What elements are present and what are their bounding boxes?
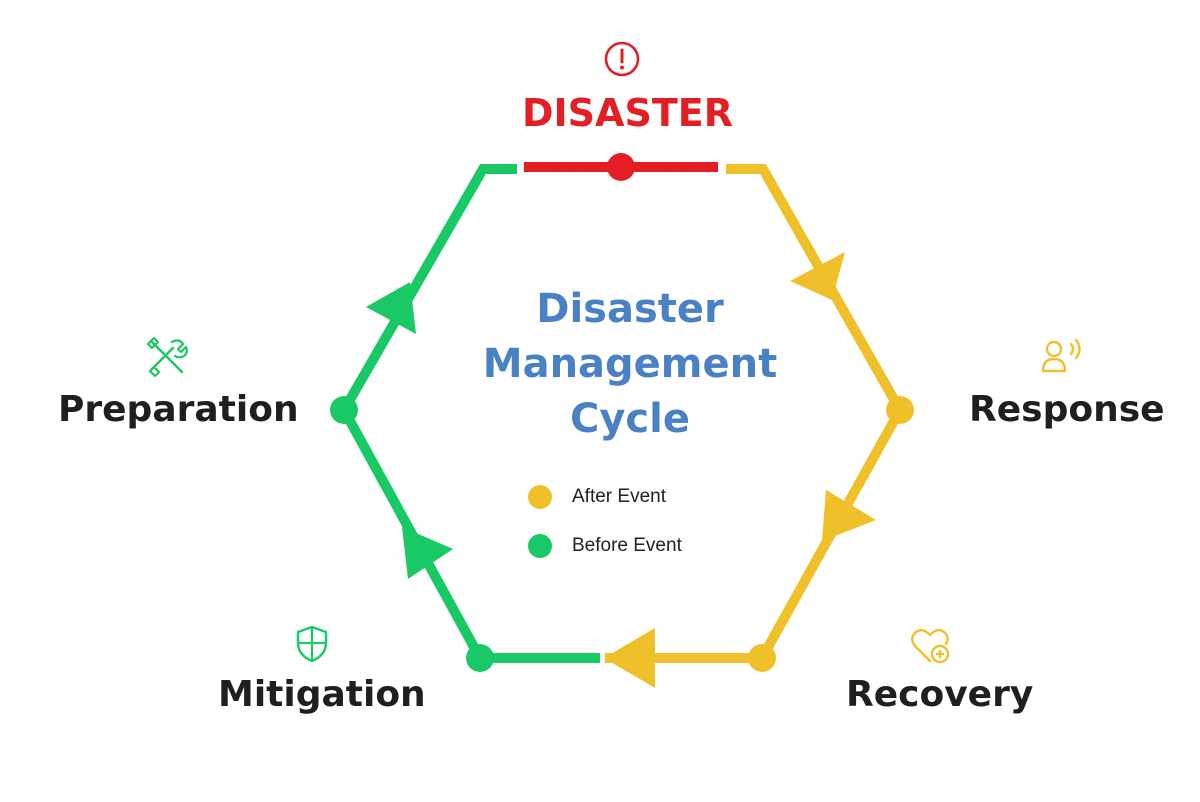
preparation-label: Preparation [58,389,299,430]
center-title-line1: Disaster [536,286,724,332]
center-title: Disaster Management Cycle [440,282,820,447]
arrow-to-disaster [366,282,416,334]
recovery-label: Recovery [846,674,1034,715]
arrow-to-mitigation [604,628,655,688]
disaster-node [607,153,635,181]
alert-circle-icon [604,41,640,77]
mitigation-label: Mitigation [218,674,426,715]
preparation-node [330,396,358,424]
arrow-to-recovery [822,490,876,541]
center-title-line2: Management [482,341,778,387]
legend-before-dot [528,534,552,558]
legend-before-label: Before Event [572,535,682,556]
legend-after-event: After Event [528,485,666,509]
response-node [886,396,914,424]
center-title-line3: Cycle [570,396,690,442]
recovery-node [748,644,776,672]
mitigation-node [466,644,494,672]
legend-after-label: After Event [572,486,666,507]
arrow-to-preparation [402,527,453,579]
heart-plus-icon [911,628,950,664]
person-broadcast-icon [1041,338,1081,373]
legend-after-dot [528,485,552,509]
response-label: Response [969,389,1165,430]
arrow-to-response [790,252,845,300]
disaster-label: DISASTER [522,91,733,135]
tools-icon [146,336,188,378]
shield-icon [296,625,328,663]
legend-before-event: Before Event [528,534,682,558]
